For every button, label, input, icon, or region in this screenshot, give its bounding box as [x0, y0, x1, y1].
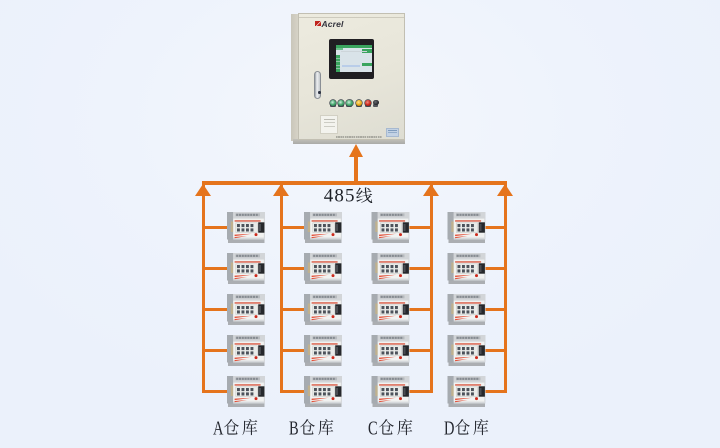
svg-text:A: A	[213, 418, 224, 440]
svg-text:485: 485	[324, 186, 356, 207]
svg-text:D: D	[444, 418, 454, 440]
svg-text:B: B	[289, 418, 299, 440]
svg-text:C: C	[368, 418, 378, 440]
